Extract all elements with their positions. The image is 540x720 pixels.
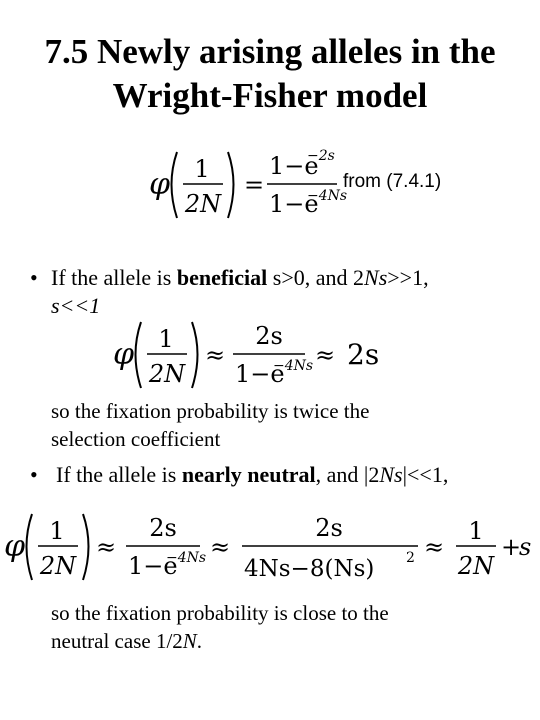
equals-sign: = [244, 171, 264, 199]
svg-text:2s: 2s [149, 514, 177, 542]
svg-text:2s: 2s [315, 514, 343, 542]
frac-denominator: 2N [184, 190, 222, 218]
frac-numerator: 1 [194, 155, 209, 183]
svg-text:1: 1 [468, 517, 483, 545]
svg-text:4Ns−8(Ns): 4Ns−8(Ns) [244, 556, 374, 582]
equation-beneficial: φ 1 2N ≈ 2s 1−e −4Ns ≈ 2s [113, 308, 403, 400]
svg-text:s: s [519, 533, 531, 561]
svg-text:−4Ns: −4Ns [166, 550, 206, 566]
svg-text:2s: 2s [255, 322, 283, 350]
bullet-beneficial: • If the allele is beneficial s>0, and 2… [30, 265, 429, 318]
svg-text:≈: ≈ [205, 341, 225, 369]
svg-text:≈: ≈ [424, 533, 444, 561]
numerator-expression: 1−e [269, 152, 319, 180]
bullet-nearly-neutral: • If the allele is nearly neutral, and |… [30, 462, 449, 487]
denominator-expression: 1−e [269, 190, 319, 218]
svg-text:1−e: 1−e [235, 360, 285, 388]
svg-text:1: 1 [158, 325, 173, 353]
denominator-exponent: −4Ns [307, 188, 347, 204]
svg-text:2s: 2s [347, 338, 379, 371]
conclusion-beneficial: so the fixation probability is twice the… [51, 399, 370, 451]
conclusion-nearly-neutral: so the fixation probability is close to … [51, 601, 389, 653]
title-line-2: Wright-Fisher model [112, 76, 428, 115]
bold-beneficial: beneficial [176, 265, 268, 290]
title-line-1: 7.5 Newly arising alleles in the [44, 32, 496, 71]
svg-text:+: + [501, 533, 521, 561]
bullet-dot-icon: • [30, 265, 38, 290]
slide-title: 7.5 Newly arising alleles in the Wright-… [0, 30, 540, 118]
bullet-dot-icon: • [30, 462, 38, 487]
bold-nearly-neutral: nearly neutral [181, 462, 316, 487]
numerator-exponent: −2s [307, 148, 335, 164]
bullet-beneficial-line2: s<<1 [51, 293, 101, 318]
equation-exact: φ 1 2N = 1−e −2s 1−e −4Ns [149, 138, 347, 230]
from-reference: from (7.4.1) [343, 171, 442, 192]
svg-text:1−e: 1−e [128, 552, 178, 580]
equation-nearly-neutral: φ 1 2N ≈ 2s 1−e −4Ns ≈ 2s 4Ns−8(Ns) 2 ≈ … [4, 500, 536, 592]
svg-text:2: 2 [406, 550, 415, 566]
svg-text:≈: ≈ [210, 533, 230, 561]
svg-text:≈: ≈ [315, 341, 335, 369]
svg-text:2N: 2N [457, 552, 495, 580]
svg-text:≈: ≈ [96, 533, 116, 561]
phi-symbol: φ [149, 167, 170, 202]
svg-text:2N: 2N [39, 552, 77, 580]
svg-text:φ: φ [4, 529, 25, 564]
svg-text:2N: 2N [148, 360, 186, 388]
svg-text:φ: φ [113, 337, 134, 372]
svg-text:1: 1 [49, 517, 64, 545]
svg-text:−4Ns: −4Ns [273, 358, 313, 374]
